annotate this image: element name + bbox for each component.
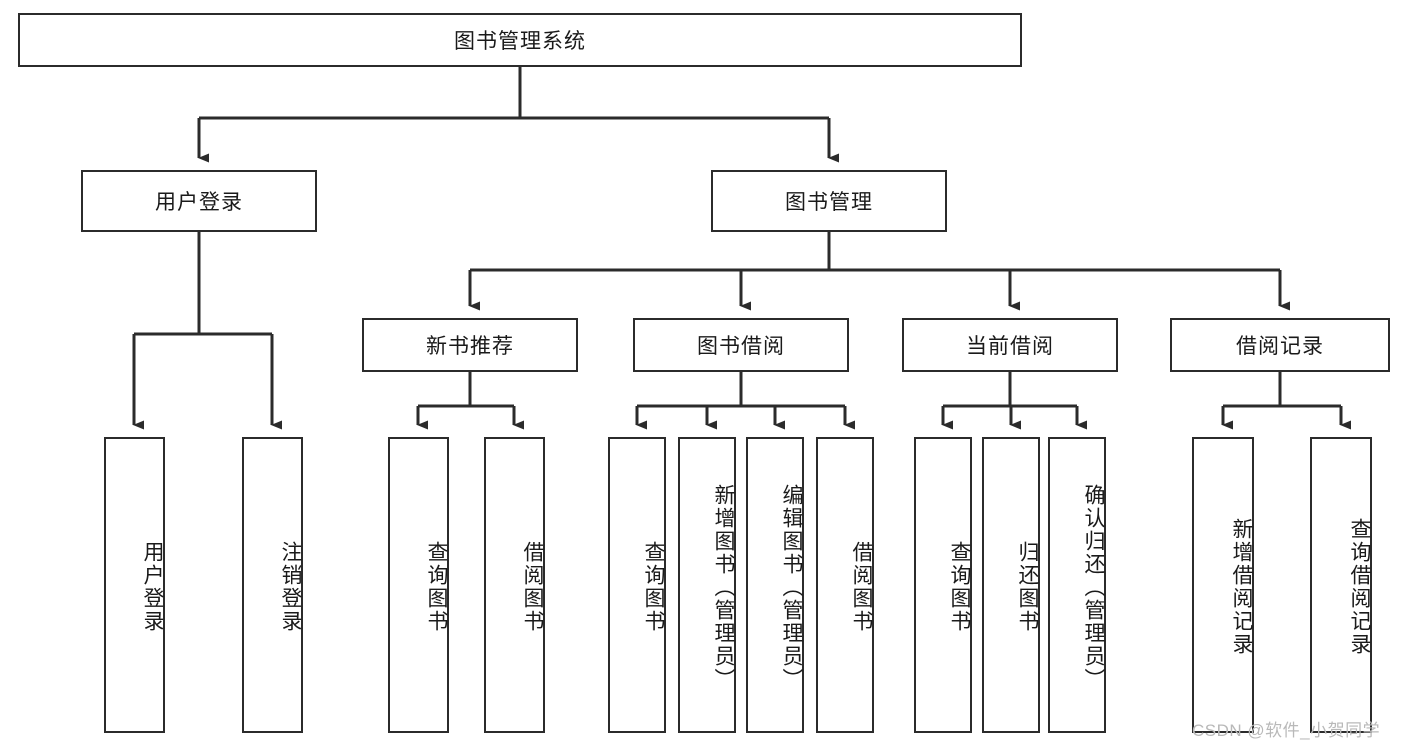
node-leaf-user-login-label: 用户登录	[141, 541, 164, 633]
node-leaf-query-book-rec-label: 查询图书	[425, 541, 448, 633]
node-book-manage-label: 图书管理	[785, 191, 873, 214]
node-book-manage[interactable]: 图书管理	[711, 170, 947, 232]
connectors-user-login	[132, 232, 282, 430]
node-leaf-query-book-current[interactable]: 查询图书	[914, 437, 972, 733]
node-leaf-confirm-return-label: 确认归还（管理员）	[1082, 483, 1105, 691]
node-leaf-query-book-borrow[interactable]: 查询图书	[608, 437, 666, 733]
node-current-borrow[interactable]: 当前借阅	[902, 318, 1118, 372]
node-user-login-label: 用户登录	[155, 191, 243, 214]
node-leaf-add-book[interactable]: 新增图书（管理员）	[678, 437, 736, 733]
node-leaf-borrow-book-label: 借阅图书	[850, 541, 873, 633]
node-current-borrow-label: 当前借阅	[966, 335, 1054, 358]
node-new-book-rec[interactable]: 新书推荐	[362, 318, 578, 372]
node-leaf-borrow-book[interactable]: 借阅图书	[816, 437, 874, 733]
node-new-book-rec-label: 新书推荐	[426, 335, 514, 358]
node-leaf-query-record[interactable]: 查询借阅记录	[1310, 437, 1372, 733]
node-leaf-user-login[interactable]: 用户登录	[104, 437, 165, 733]
node-leaf-borrow-book-rec-label: 借阅图书	[521, 541, 544, 633]
connectors-book-borrow	[635, 372, 855, 430]
node-leaf-return-book[interactable]: 归还图书	[982, 437, 1040, 733]
node-leaf-query-book-rec[interactable]: 查询图书	[388, 437, 449, 733]
node-leaf-return-book-label: 归还图书	[1016, 541, 1039, 633]
node-book-borrow[interactable]: 图书借阅	[633, 318, 849, 372]
connectors-current-borrow	[941, 372, 1087, 430]
node-leaf-add-record[interactable]: 新增借阅记录	[1192, 437, 1254, 733]
node-leaf-edit-book-label: 编辑图书（管理员）	[780, 483, 803, 691]
connectors-book-manage	[468, 232, 1290, 311]
connectors-new-book-rec	[416, 372, 524, 430]
node-leaf-query-book-current-label: 查询图书	[948, 541, 971, 633]
node-borrow-record[interactable]: 借阅记录	[1170, 318, 1390, 372]
node-leaf-add-record-label: 新增借阅记录	[1230, 518, 1253, 656]
node-leaf-edit-book[interactable]: 编辑图书（管理员）	[746, 437, 804, 733]
node-leaf-add-book-label: 新增图书（管理员）	[712, 483, 735, 691]
node-leaf-confirm-return[interactable]: 确认归还（管理员）	[1048, 437, 1106, 733]
watermark-text: CSDN @软件_小贺同学	[1192, 721, 1381, 740]
node-leaf-logout-label: 注销登录	[279, 541, 302, 633]
node-leaf-query-record-label: 查询借阅记录	[1348, 518, 1371, 656]
node-book-borrow-label: 图书借阅	[697, 335, 785, 358]
node-leaf-borrow-book-rec[interactable]: 借阅图书	[484, 437, 545, 733]
node-leaf-query-book-borrow-label: 查询图书	[642, 541, 665, 633]
node-leaf-logout[interactable]: 注销登录	[242, 437, 303, 733]
node-root[interactable]: 图书管理系统	[18, 13, 1022, 67]
node-root-label: 图书管理系统	[454, 30, 586, 53]
connectors-level1	[197, 67, 839, 163]
node-user-login[interactable]: 用户登录	[81, 170, 317, 232]
node-borrow-record-label: 借阅记录	[1236, 335, 1324, 358]
connectors-borrow-record	[1221, 372, 1351, 430]
